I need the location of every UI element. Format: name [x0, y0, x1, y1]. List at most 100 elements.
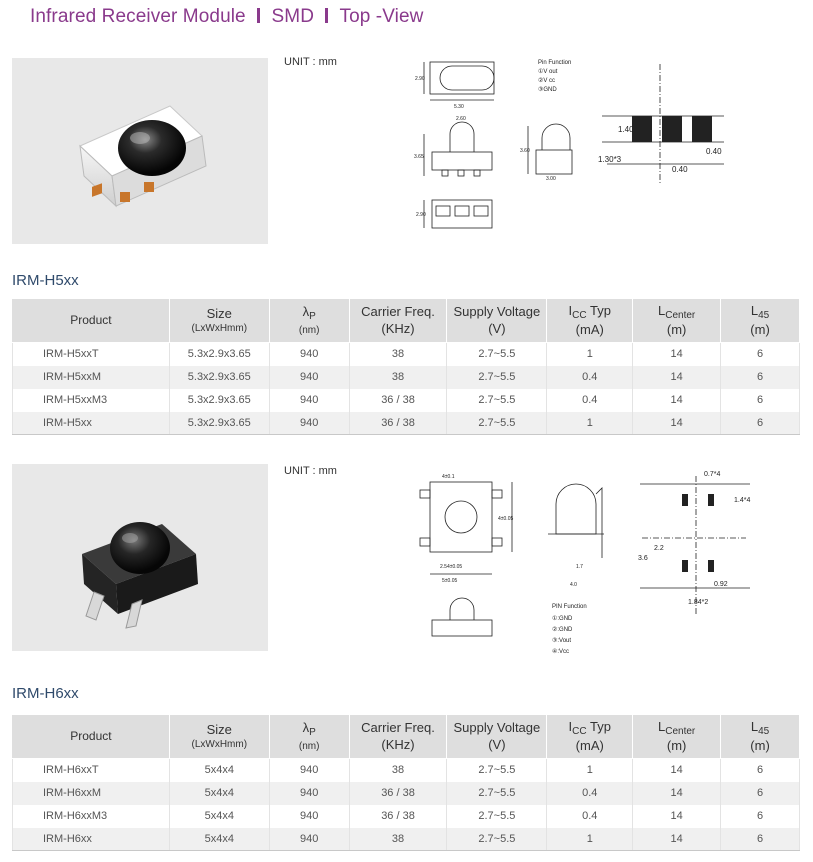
cell-size: 5x4x4	[168, 758, 270, 782]
cell-lambda: 940	[268, 804, 350, 828]
cell-lambda: 940	[268, 342, 350, 366]
cell-carrier: 38	[348, 365, 448, 389]
cell-l45: 6	[720, 342, 800, 366]
cell-supply: 2.7~5.5	[446, 758, 548, 782]
cell-product: IRM-H5xxM3	[12, 388, 170, 412]
cell-lcenter: 14	[632, 342, 722, 366]
title-part-2: SMD	[271, 6, 315, 27]
page-title: Infrared Receiver Module SMD Top -View	[30, 6, 423, 28]
dim-text: 3.6	[638, 555, 648, 562]
cell-lcenter: 14	[632, 827, 722, 851]
cell-l45: 6	[720, 827, 800, 851]
cell-carrier: 38	[348, 342, 448, 366]
pin-function-item: ②V cc	[538, 77, 555, 84]
cell-size: 5.3x2.9x3.65	[168, 365, 270, 389]
cell-product: IRM-H5xx	[12, 411, 170, 435]
section-title-h5: IRM-H5xx	[12, 272, 79, 289]
cell-lambda: 940	[268, 781, 350, 805]
product-photo-h6	[12, 464, 268, 651]
cell-size: 5x4x4	[168, 804, 270, 828]
cell-l45: 6	[720, 781, 800, 805]
cell-lcenter: 14	[632, 804, 722, 828]
cell-icc: 1	[546, 758, 634, 782]
col-header-l45: L45(m)	[720, 298, 800, 343]
dim-text: 2.54±0.05	[440, 564, 462, 570]
cell-carrier: 38	[348, 758, 448, 782]
cell-icc: 0.4	[546, 365, 634, 389]
cell-lambda: 940	[268, 758, 350, 782]
dim-text: 0.92	[714, 581, 728, 588]
pin-function-item: ①:GND	[552, 615, 573, 622]
cell-l45: 6	[720, 365, 800, 389]
col-header-l45: L45(m)	[720, 714, 800, 759]
cell-icc: 0.4	[546, 804, 634, 828]
col-header-supply-voltage: Supply Voltage(V)	[446, 298, 548, 343]
dim-text: 1.84*2	[688, 599, 708, 606]
pin-function-item: ④:Vcc	[552, 648, 569, 655]
col-header-wavelength: λP(nm)	[268, 298, 350, 343]
col-header-product: Product	[12, 298, 170, 343]
spec-table-h6: Product Size(LxWxHmm) λP(nm) Carrier Fre…	[12, 714, 800, 851]
cell-icc: 1	[546, 827, 634, 851]
dim-text: 0.40	[672, 165, 688, 174]
title-part-1: Infrared Receiver Module	[30, 6, 246, 27]
cell-lambda: 940	[268, 388, 350, 412]
title-separator	[325, 8, 329, 23]
col-header-wavelength: λP(nm)	[268, 714, 350, 759]
cell-product: IRM-H6xx	[12, 827, 170, 851]
cell-lcenter: 14	[632, 365, 722, 389]
col-header-product: Product	[12, 714, 170, 759]
dim-text: 0.7*4	[704, 471, 720, 478]
col-header-carrier-freq: Carrier Freq.(KHz)	[348, 298, 448, 343]
cell-lambda: 940	[268, 365, 350, 389]
cell-lcenter: 14	[632, 758, 722, 782]
cell-l45: 6	[720, 411, 800, 435]
cell-carrier: 36 / 38	[348, 411, 448, 435]
col-header-size: Size(LxWxHmm)	[168, 298, 270, 343]
cell-carrier: 36 / 38	[348, 781, 448, 805]
cell-icc: 1	[546, 411, 634, 435]
col-header-icc: ICC Typ(mA)	[546, 714, 634, 759]
cell-product: IRM-H5xxT	[12, 342, 170, 366]
title-separator	[257, 8, 261, 23]
pin-function-item: ③GND	[538, 86, 557, 93]
dim-text: 5.30	[454, 104, 464, 110]
cell-size: 5.3x2.9x3.65	[168, 388, 270, 412]
section-title-h6: IRM-H6xx	[12, 685, 79, 702]
dim-text: 0.40	[706, 147, 722, 156]
cell-product: IRM-H5xxM	[12, 365, 170, 389]
cell-lcenter: 14	[632, 411, 722, 435]
dim-text: 4.0	[570, 582, 577, 588]
unit-label: UNIT : mm	[284, 56, 337, 68]
col-header-carrier-freq: Carrier Freq.(KHz)	[348, 714, 448, 759]
title-part-3: Top -View	[339, 6, 424, 27]
cell-size: 5.3x2.9x3.65	[168, 411, 270, 435]
cell-supply: 2.7~5.5	[446, 411, 548, 435]
cell-lambda: 940	[268, 827, 350, 851]
col-header-size: Size(LxWxHmm)	[168, 714, 270, 759]
dim-text: 5±0.05	[442, 578, 457, 584]
dim-text: 4±0.05	[498, 516, 513, 522]
cell-supply: 2.7~5.5	[446, 365, 548, 389]
dim-text: 3.00	[546, 176, 556, 182]
cell-lambda: 940	[268, 411, 350, 435]
dim-text: 3.60	[520, 148, 530, 154]
cell-supply: 2.7~5.5	[446, 804, 548, 828]
unit-label: UNIT : mm	[284, 465, 337, 477]
cell-carrier: 36 / 38	[348, 388, 448, 412]
dim-text: 1.7	[576, 564, 583, 570]
dimension-drawing-h6: 4±0.1 4±0.05 2.54±0.05 5±0.05 0.7*4 1.4*…	[412, 464, 762, 660]
cell-lcenter: 14	[632, 781, 722, 805]
dimension-drawing-h5: 2.90 5.30 2.60 3.65 3.60 1.40 0.40 1.30*…	[412, 54, 732, 250]
dim-text: 1.40	[618, 125, 634, 134]
dim-text: 1.4*4	[734, 497, 750, 504]
spec-table-h5: Product Size(LxWxHmm) λP(nm) Carrier Fre…	[12, 298, 800, 435]
cell-carrier: 36 / 38	[348, 804, 448, 828]
